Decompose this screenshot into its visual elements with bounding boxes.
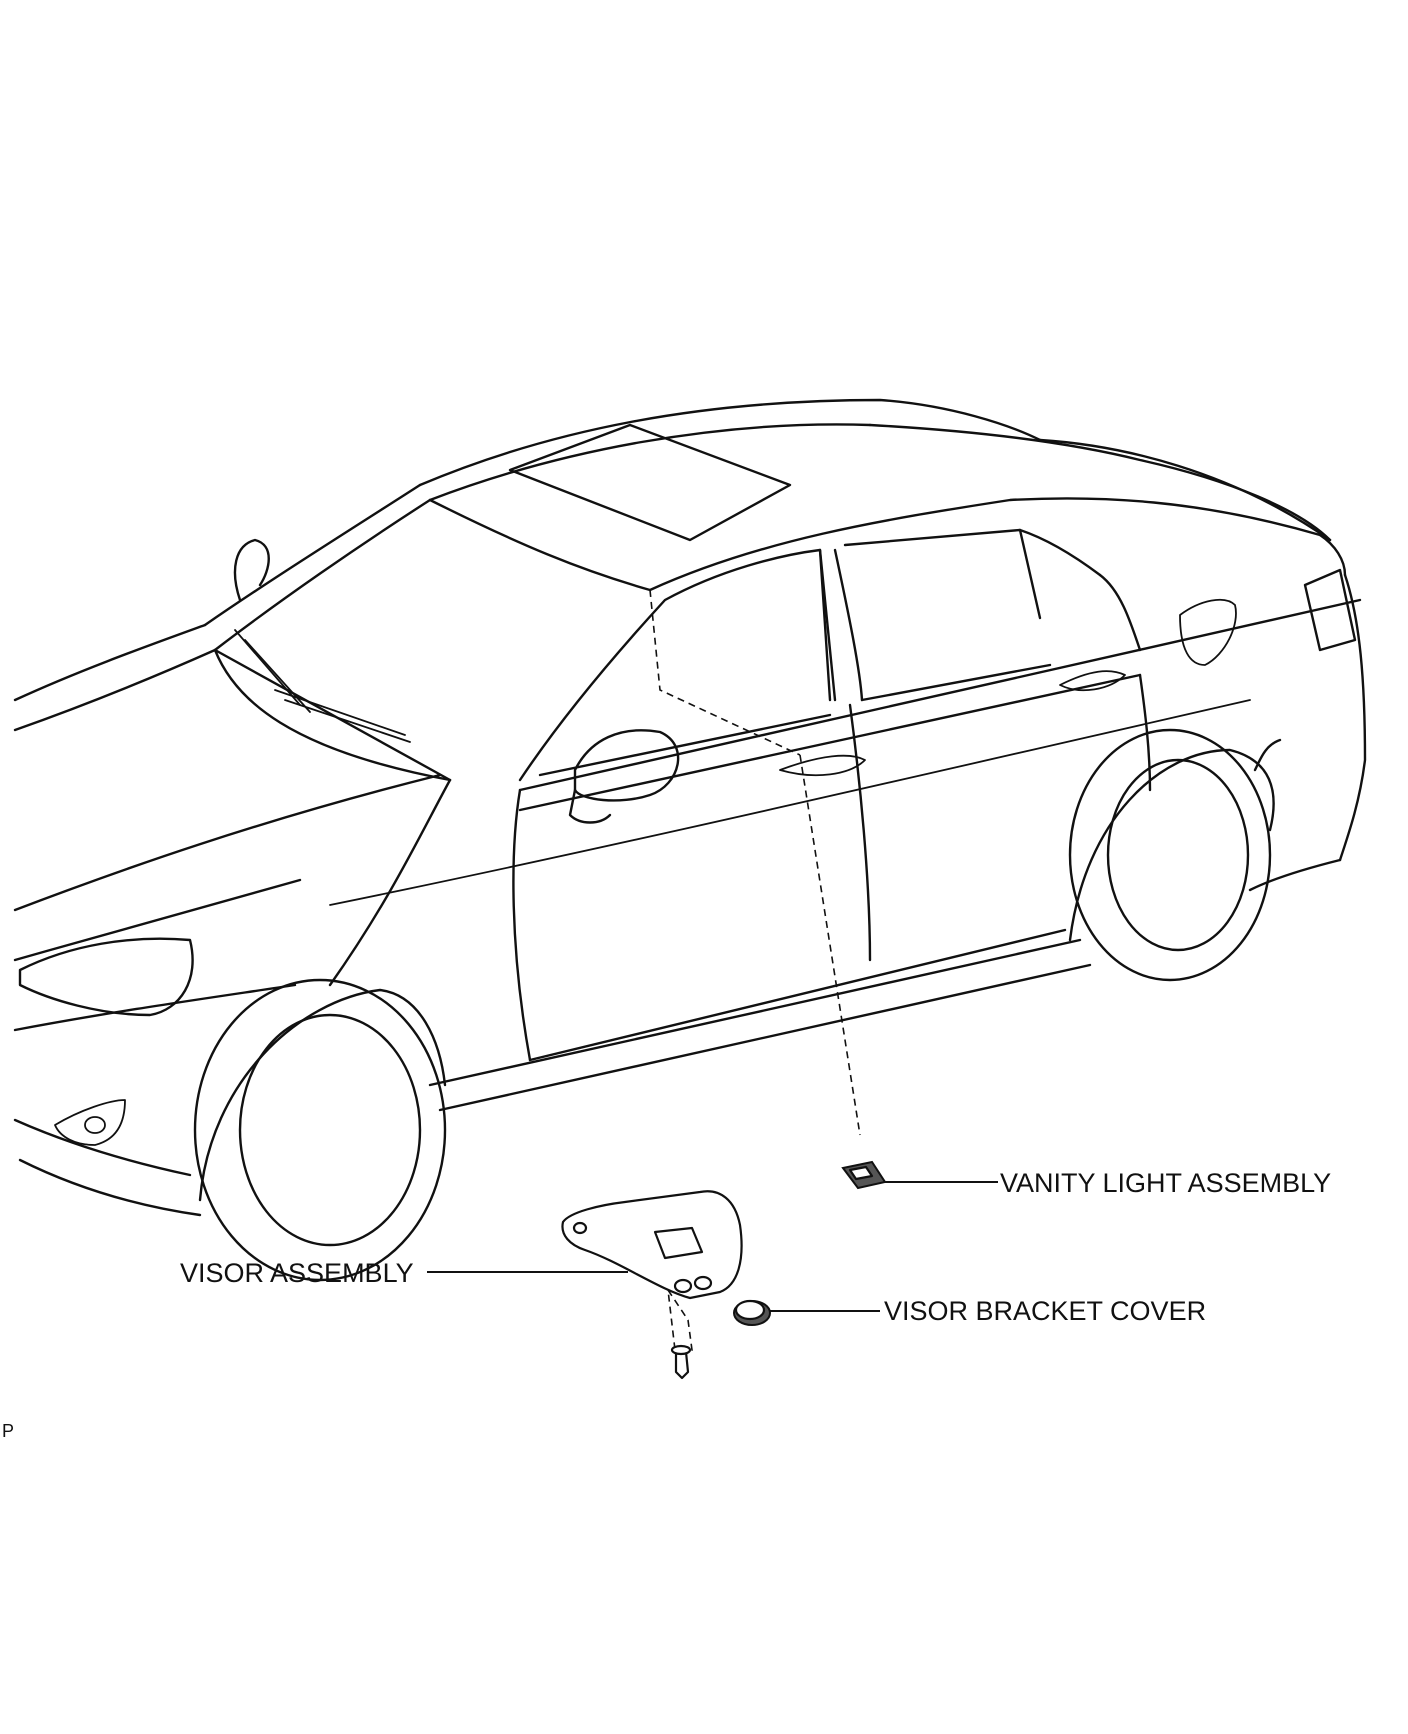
dashed-leader-lines — [649, 589, 861, 1351]
figure-reference: P — [2, 1421, 14, 1441]
vanity-light-label: VANITY LIGHT ASSEMBLY — [1000, 1168, 1331, 1198]
car-outline — [13, 398, 1367, 1282]
visor-bracket-cover-label: VISOR BRACKET COVER — [884, 1296, 1206, 1326]
vanity-light-part — [841, 1160, 887, 1190]
visor-part — [561, 1190, 743, 1300]
screw-part — [670, 1344, 692, 1380]
visor-bracket-cover-part — [733, 1299, 771, 1326]
visor-assembly-label: VISOR ASSEMBLY — [180, 1258, 414, 1288]
